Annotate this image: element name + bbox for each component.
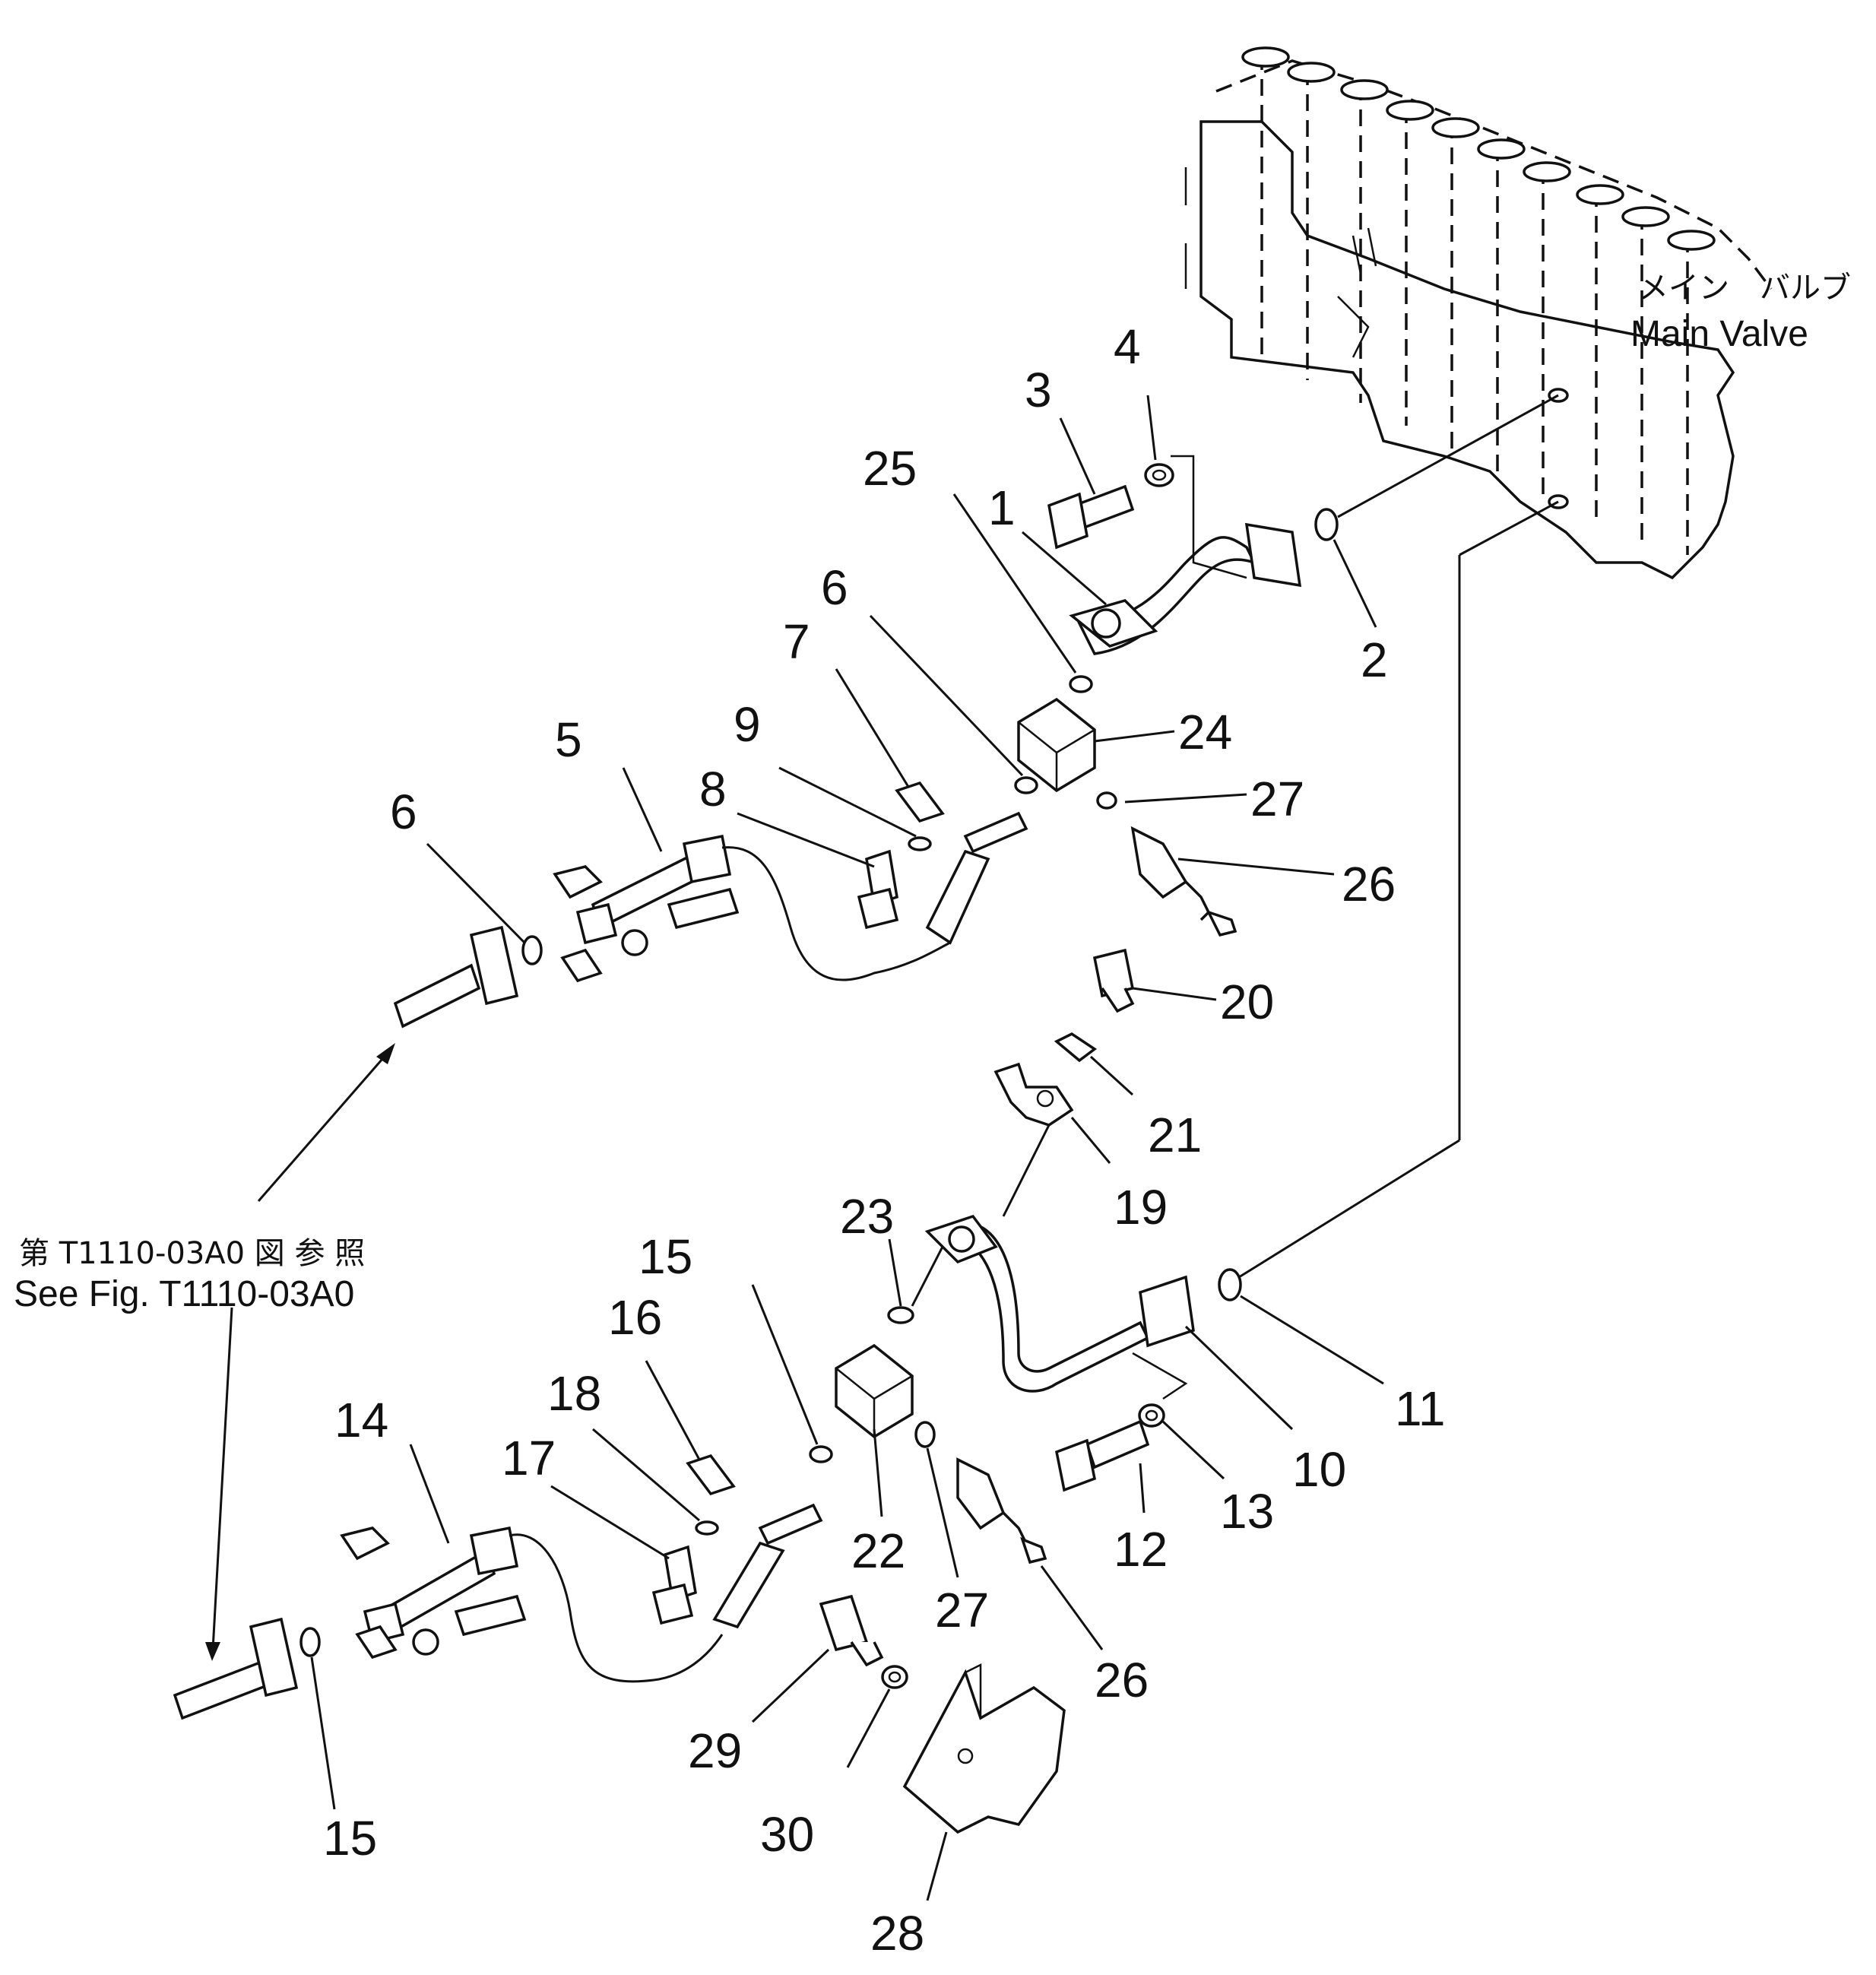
callout-2: 2 xyxy=(1361,632,1388,687)
callout-3: 3 xyxy=(1025,363,1052,417)
callout-18: 18 xyxy=(547,1366,601,1421)
callout-11: 11 xyxy=(1395,1381,1445,1436)
callout-numbers: 3 4 1 2 25 6 7 9 8 5 6 24 27 26 20 21 19… xyxy=(323,319,1445,1961)
callout-29: 29 xyxy=(688,1723,742,1778)
reference-label-en: See Fig. T1110-03A0 xyxy=(14,1274,354,1314)
washer-part-4 xyxy=(1144,463,1174,487)
callout-30: 30 xyxy=(760,1807,814,1862)
o-ring-part-25 xyxy=(1069,675,1093,693)
bolt-part-8 xyxy=(857,849,899,930)
arrow-head-lower xyxy=(205,1642,220,1661)
washer-part-13 xyxy=(1138,1403,1165,1428)
hose-part-5 xyxy=(553,811,1028,983)
block-part-22 xyxy=(835,1343,914,1439)
tube-part-10 xyxy=(924,1214,1195,1400)
callout-4: 4 xyxy=(1114,319,1141,374)
callout-26-lower: 26 xyxy=(1095,1653,1149,1707)
callout-23: 23 xyxy=(840,1189,894,1244)
callout-15-right: 15 xyxy=(639,1229,692,1284)
sensor-part-26-lower xyxy=(956,1457,1047,1564)
o-ring-part-6-left xyxy=(521,935,543,965)
callout-20: 20 xyxy=(1220,975,1274,1029)
callout-15-left: 15 xyxy=(323,1811,377,1866)
callout-27-lower: 27 xyxy=(935,1583,989,1637)
callout-10: 10 xyxy=(1292,1442,1346,1497)
o-ring-part-11 xyxy=(1218,1268,1242,1301)
callout-21: 21 xyxy=(1148,1108,1202,1162)
callout-28: 28 xyxy=(870,1906,924,1961)
main-valve-label-jp: メイン バルブ xyxy=(1638,271,1851,306)
callout-19: 19 xyxy=(1114,1180,1168,1235)
washer-part-9 xyxy=(908,836,932,851)
arrow-head-upper xyxy=(376,1043,395,1064)
plate-part-21 xyxy=(1054,1032,1098,1063)
o-ring-part-2 xyxy=(1314,508,1339,541)
main-valve: メイン バルブ Main Valve xyxy=(1184,46,1851,580)
callout-27-upper: 27 xyxy=(1250,772,1304,826)
main-valve-label-en: Main Valve xyxy=(1630,314,1808,354)
clamp-part-19 xyxy=(993,1062,1074,1127)
lower-assembly xyxy=(173,500,1559,1834)
o-ring-part-23 xyxy=(887,1306,914,1324)
o-ring-part-15-right xyxy=(809,1445,833,1463)
bolt-part-29 xyxy=(819,1594,884,1667)
washer-part-18 xyxy=(695,1520,719,1536)
o-ring-part-6-right xyxy=(1014,776,1038,794)
callout-25: 25 xyxy=(863,441,917,496)
o-ring-part-15-left xyxy=(299,1627,321,1657)
callout-1: 1 xyxy=(988,480,1016,535)
callout-16: 16 xyxy=(608,1290,662,1345)
callout-17: 17 xyxy=(502,1431,556,1485)
washer-part-30 xyxy=(881,1665,908,1689)
tube-flange-lower xyxy=(173,1617,299,1720)
bolt-part-17 xyxy=(651,1545,697,1625)
leader-lines xyxy=(310,395,1384,1901)
reference-label-jp: 第 T1110-03A0 図 参 照 xyxy=(19,1236,365,1271)
cover-part-28 xyxy=(902,1663,1066,1834)
block-part-24 xyxy=(1017,697,1096,793)
hose-part-14 xyxy=(340,1503,823,1683)
callout-9: 9 xyxy=(734,697,761,752)
sensor-part-26-upper xyxy=(1130,826,1237,937)
callout-24: 24 xyxy=(1178,705,1232,759)
o-ring-part-27-lower xyxy=(914,1421,936,1448)
callout-12: 12 xyxy=(1114,1522,1168,1577)
valve-spools xyxy=(1241,46,1716,555)
callout-5: 5 xyxy=(555,712,582,767)
bolt-part-20 xyxy=(1092,948,1135,1013)
bolt-part-3 xyxy=(1047,484,1135,550)
callout-22: 22 xyxy=(851,1523,905,1578)
o-ring-part-27-upper xyxy=(1096,791,1117,810)
bolt-part-12 xyxy=(1054,1419,1150,1492)
callout-6-left: 6 xyxy=(390,785,417,839)
callout-8: 8 xyxy=(699,762,727,816)
callout-26-upper: 26 xyxy=(1342,857,1396,911)
fitting-part-16 xyxy=(686,1454,736,1496)
callout-6-right: 6 xyxy=(821,560,848,615)
callout-13: 13 xyxy=(1220,1484,1274,1539)
fitting-part-7 xyxy=(895,781,945,823)
tube-flange-upper xyxy=(393,925,519,1029)
callout-7: 7 xyxy=(783,614,810,669)
upper-assembly xyxy=(393,394,1559,1127)
callout-14: 14 xyxy=(334,1393,388,1447)
tube-part-1 xyxy=(1069,522,1302,655)
reference-arrows xyxy=(205,1043,395,1661)
